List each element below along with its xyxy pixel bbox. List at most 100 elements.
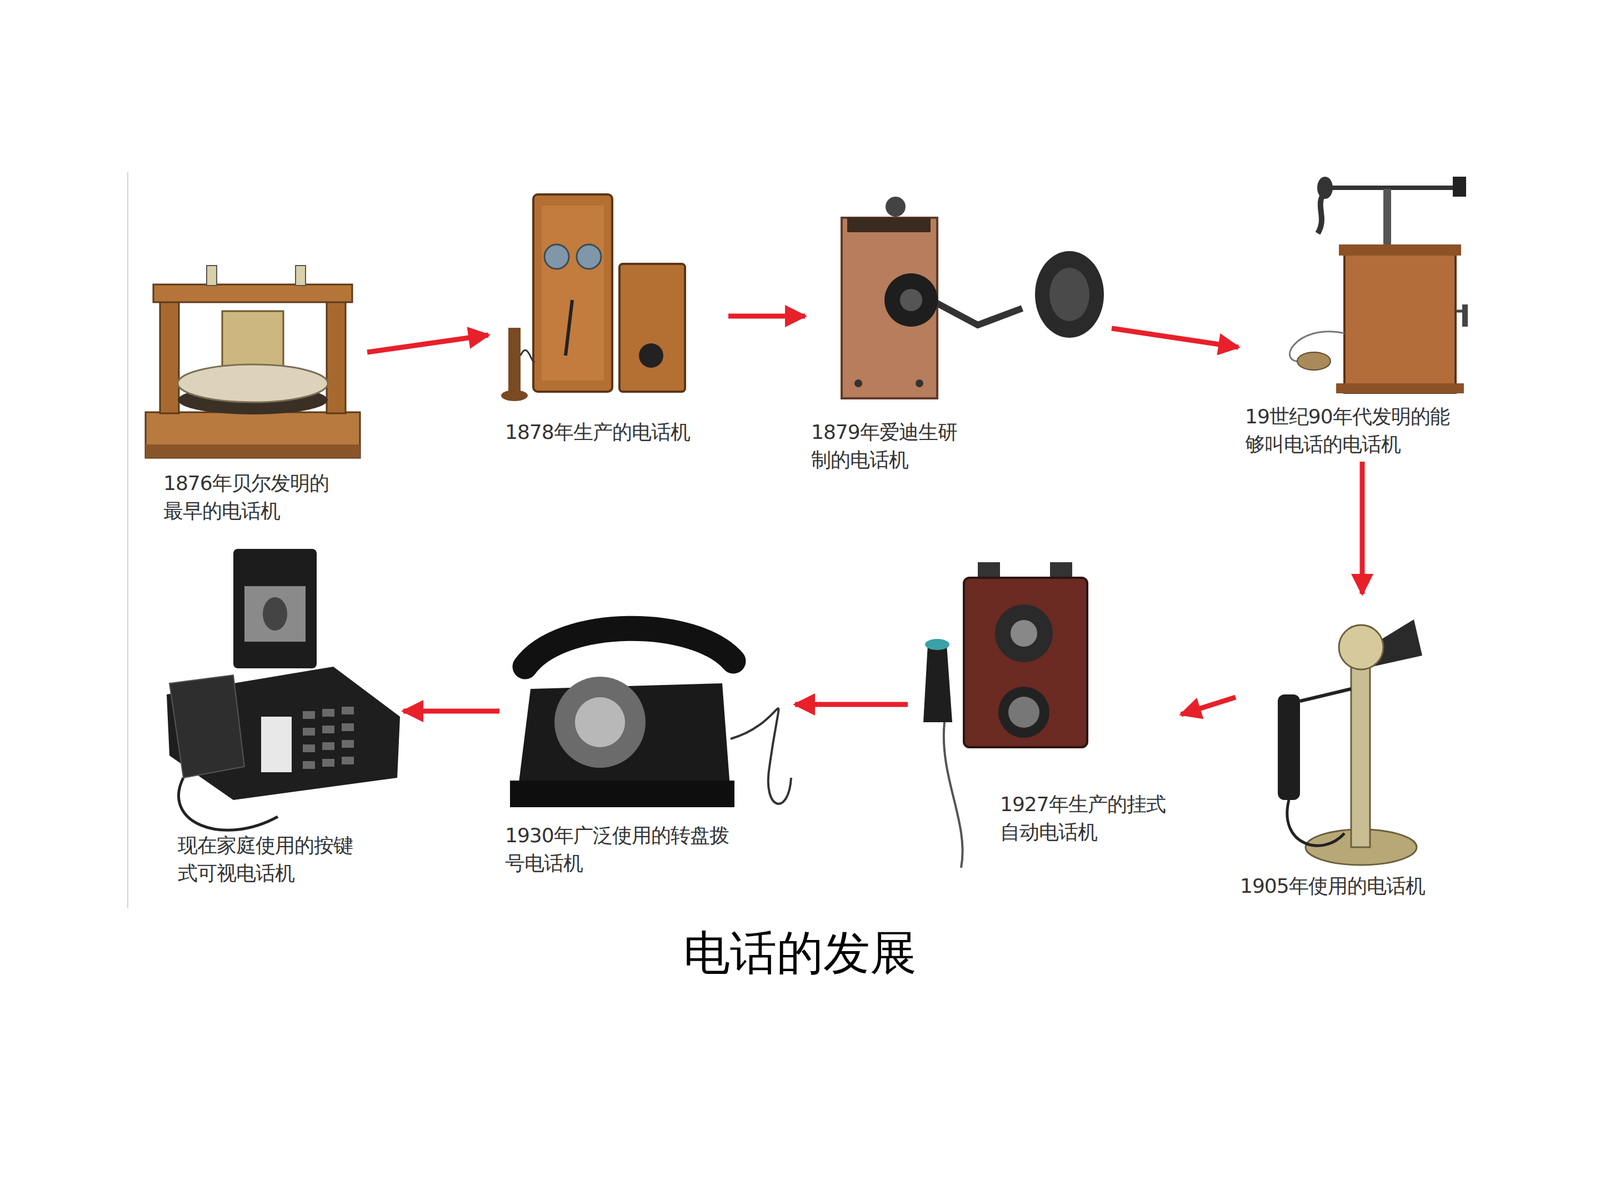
- phone-node: 1905年使用的电话机: [1238, 597, 1462, 903]
- phone-node: 1876年贝尔发明的最早的电话机: [141, 261, 364, 523]
- wood-case: [1344, 247, 1456, 393]
- body: [166, 666, 400, 800]
- case: [963, 577, 1088, 748]
- phone-node: 19世纪90年代发明的能够叫电话的电话机: [1241, 175, 1475, 459]
- phone-1878: [501, 194, 685, 402]
- phone-caption: 19世纪90年代发明的能够叫电话的电话机: [1245, 402, 1459, 459]
- wood-box: [533, 194, 613, 392]
- arrow-connector: [795, 702, 908, 708]
- stand-pillar: [1383, 188, 1392, 250]
- phone-caption: 1930年广泛使用的转盘拨号电话机: [505, 821, 736, 878]
- membrane-disc: [177, 364, 328, 403]
- phone-node: 1927年生产的挂式自动电话机: [911, 558, 1178, 870]
- stem: [1351, 655, 1370, 848]
- arrow-connector: [728, 313, 805, 319]
- figure-caption: 电话的发展: [0, 922, 1600, 984]
- hook-lever: [565, 300, 573, 356]
- terminal: [206, 265, 217, 286]
- wall-board: [841, 217, 938, 399]
- crank: [1462, 304, 1468, 327]
- candlestick-phone-1905: [1277, 619, 1423, 865]
- receiver: [1277, 694, 1300, 800]
- key: [322, 742, 335, 750]
- arrow-connector: [403, 708, 500, 714]
- terminal: [295, 265, 306, 286]
- key: [341, 740, 354, 748]
- dial: [554, 676, 646, 768]
- crank-axle: [1455, 310, 1467, 313]
- screen-face: [262, 597, 288, 631]
- arrow-connector: [367, 335, 489, 353]
- bell: [544, 244, 569, 269]
- mouthpiece: [638, 343, 664, 368]
- magnet-cylinder: [222, 311, 284, 370]
- frame-line: [127, 172, 129, 909]
- wood-base: [145, 412, 360, 458]
- phone-node: 1879年爱迪生研制的电话机: [808, 188, 1109, 475]
- dial: [998, 686, 1050, 738]
- receiver-end: [501, 390, 528, 402]
- key: [341, 706, 354, 715]
- top-bar: [153, 284, 353, 303]
- terminal: [915, 379, 924, 388]
- phone-caption: 1879年爱迪生研制的电话机: [811, 418, 964, 474]
- magneto-phone-1890s: [1289, 176, 1468, 394]
- arrow-connector: [1360, 461, 1365, 594]
- key: [322, 708, 335, 717]
- phone-caption: 1878年生产的电话机: [505, 418, 728, 447]
- rotary-phone-1930: [510, 628, 792, 808]
- screen-unit: [233, 548, 317, 669]
- key: [322, 725, 335, 734]
- handset: [525, 628, 734, 667]
- bell: [885, 196, 906, 217]
- video-phone-modern: [166, 548, 400, 830]
- terminal: [854, 379, 863, 388]
- label-strip: [261, 716, 292, 773]
- cord: [520, 350, 535, 362]
- key: [302, 711, 315, 719]
- dial-centre: [1008, 696, 1040, 728]
- mouthpiece-hole: [900, 288, 923, 312]
- wood-panel: [541, 205, 604, 381]
- receiver: [508, 327, 521, 395]
- receiver-arm: [936, 302, 1023, 325]
- cord: [943, 722, 963, 868]
- transmitter-face: [1010, 620, 1038, 647]
- key: [302, 761, 315, 769]
- earpiece: [1297, 352, 1331, 370]
- transmitter-box: [619, 263, 685, 392]
- bell: [1050, 562, 1073, 579]
- phone-node: 现在家庭使用的按键式可视电话机: [161, 541, 400, 892]
- cord: [730, 708, 792, 804]
- phone-caption: 1876年贝尔发明的最早的电话机: [163, 469, 336, 525]
- mouthpiece: [884, 273, 938, 327]
- handset: [923, 644, 953, 723]
- key: [341, 723, 354, 732]
- phone-caption: 现在家庭使用的按键式可视电话机: [177, 831, 364, 888]
- base-edge: [145, 444, 360, 458]
- key: [302, 744, 315, 753]
- handset-end: [1452, 176, 1467, 197]
- cord: [1287, 800, 1345, 846]
- wood-post: [326, 293, 346, 414]
- keypad: [302, 706, 354, 769]
- receiver-face: [1049, 267, 1090, 322]
- top-strip: [847, 217, 931, 233]
- bell: [977, 562, 1000, 579]
- screen: [244, 586, 306, 642]
- arrow-connector: [1181, 697, 1236, 715]
- wood-post: [160, 293, 179, 414]
- base: [510, 780, 735, 808]
- transmitter: [995, 604, 1053, 663]
- case-top: [1338, 244, 1462, 256]
- key: [302, 727, 315, 736]
- phone-node: 1930年广泛使用的转盘拨号电话机: [502, 608, 792, 875]
- phone-node: 1878年生产的电话机: [491, 186, 725, 448]
- edison-phone-1879: [841, 196, 1104, 399]
- case-base: [1336, 383, 1464, 394]
- earpiece: [925, 638, 950, 650]
- handset: [1325, 185, 1462, 190]
